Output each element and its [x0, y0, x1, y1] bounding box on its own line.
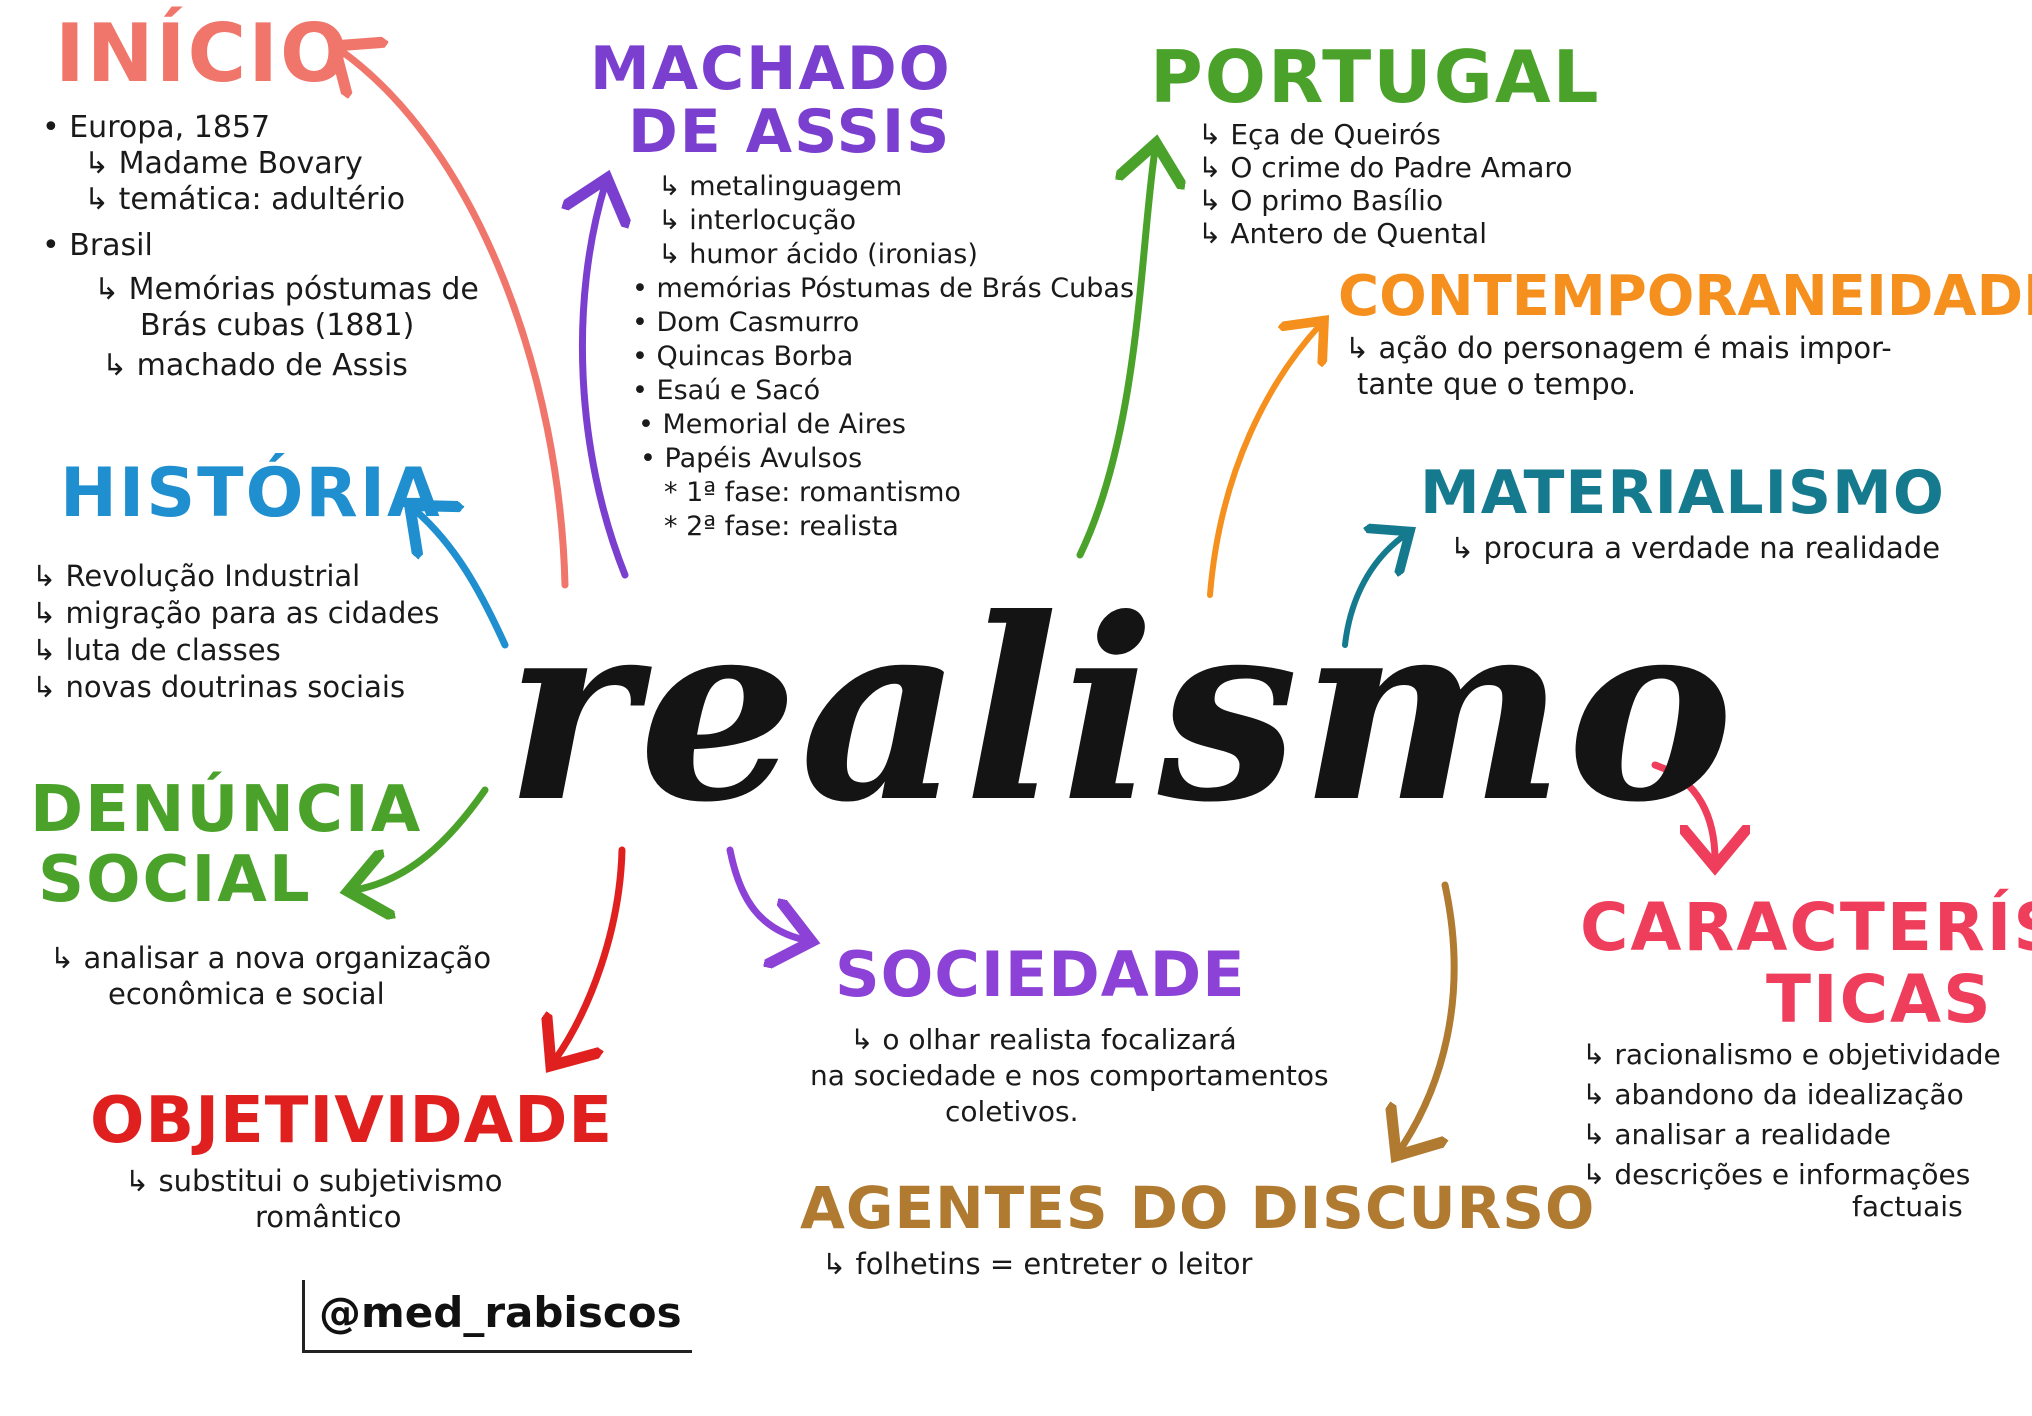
machado-line: • Quincas Borba — [632, 341, 854, 372]
historia-line: ↳ novas doutrinas sociais — [32, 670, 406, 704]
machado-line: ↳ metalinguagem — [658, 171, 903, 202]
arrow-caracteristicas — [1651, 761, 1715, 860]
portugal-line: ↳ O crime do Padre Amaro — [1198, 151, 1573, 184]
machado-line: • Memorial de Aires — [638, 409, 906, 440]
materialismo-notes: ↳ procura a verdade na realidade — [1450, 530, 1940, 566]
machado-line: • Papéis Avulsos — [640, 443, 863, 474]
objetividade-title: OBJETIVIDADE — [90, 1084, 614, 1158]
inicio-line: • Brasil — [42, 228, 153, 263]
author-handle: @med_rabiscos — [302, 1280, 692, 1353]
objetividade-notes: ↳ substitui o subjetivismo romântico — [125, 1163, 502, 1235]
portugal-line: ↳ O primo Basílio — [1198, 184, 1444, 217]
objetividade-line: romântico — [255, 1200, 402, 1234]
machado-line: • memórias Póstumas de Brás Cubas — [632, 273, 1135, 304]
machado-line: ↳ interlocução — [658, 205, 857, 236]
historia-line: ↳ migração para as cidades — [32, 596, 440, 630]
contemporaneidade-notes: ↳ ação do personagem é mais impor- tante… — [1345, 330, 1892, 402]
caracteristicas-line: ↳ abandono da idealização — [1582, 1078, 1964, 1111]
historia-title: HISTÓRIA — [60, 454, 442, 533]
arrow-agentes — [1400, 881, 1458, 1150]
sociedade-line: ↳ o olhar realista focalizará — [850, 1023, 1237, 1056]
denuncia-title-line: DENÚNCIA — [30, 773, 423, 847]
denuncia-line: econômica e social — [108, 977, 385, 1011]
portugal-line: ↳ Antero de Quental — [1198, 217, 1487, 250]
caracteristicas-line: ↳ analisar a realidade — [1582, 1118, 1891, 1151]
machado-title-line: DE ASSIS — [628, 97, 952, 167]
contemporaneidade-line: ↳ ação do personagem é mais impor- — [1345, 331, 1892, 365]
denuncia-notes: ↳ analisar a nova organização econômica … — [50, 940, 491, 1012]
arrow-portugal — [1076, 150, 1155, 559]
arrow-historia — [415, 510, 509, 649]
inicio-line: Brás cubas (1881) — [140, 308, 415, 343]
denuncia-title: DENÚNCIA SOCIAL — [30, 775, 422, 915]
caracteristicas-line: ↳ descrições e informações — [1582, 1158, 1971, 1191]
inicio-line: • Europa, 1857 — [42, 110, 271, 145]
contemporaneidade-line: tante que o tempo. — [1357, 367, 1637, 401]
inicio-line: ↳ machado de Assis — [102, 348, 408, 383]
inicio-title: INÍCIO — [55, 7, 350, 100]
contemporaneidade-title: CONTEMPORANEIDADE — [1338, 264, 2032, 329]
sociedade-notes: ↳ o olhar realista focalizará na socieda… — [810, 1022, 1329, 1130]
machado-line: * 2ª fase: realista — [664, 511, 899, 542]
materialismo-title: MATERIALISMO — [1420, 458, 1945, 528]
portugal-line: ↳ Eça de Queirós — [1198, 118, 1441, 151]
sociedade-line: coletivos. — [945, 1095, 1079, 1128]
agentes-line: ↳ folhetins = entreter o leitor — [822, 1247, 1253, 1281]
caracteristicas-title-line: TICAS — [1766, 961, 1993, 1038]
arrow-denuncia — [355, 786, 489, 890]
historia-line: ↳ luta de classes — [32, 633, 281, 667]
machado-notes: ↳ metalinguagem ↳ interlocução ↳ humor á… — [628, 170, 1134, 544]
caracteristicas-title-line: CARACTERÍS- — [1580, 889, 2032, 966]
historia-line: ↳ Revolução Industrial — [32, 559, 361, 593]
sociedade-title: SOCIEDADE — [835, 938, 1246, 1011]
denuncia-line: ↳ analisar a nova organização — [50, 941, 492, 975]
caracteristicas-line: ↳ racionalismo e objetividade — [1582, 1038, 2001, 1071]
portugal-title: PORTUGAL — [1150, 35, 1601, 119]
materialismo-line: ↳ procura a verdade na realidade — [1450, 531, 1941, 565]
arrow-machado — [582, 185, 625, 579]
inicio-line: ↳ temática: adultério — [84, 182, 406, 217]
sociedade-line: na sociedade e nos comportamentos — [810, 1059, 1329, 1092]
machado-title-line: MACHADO — [590, 34, 952, 104]
machado-line: • Dom Casmurro — [632, 307, 860, 338]
machado-line: ↳ humor ácido (ironias) — [658, 239, 978, 270]
arrow-sociedade — [726, 846, 805, 940]
objetividade-line: ↳ substitui o subjetivismo — [125, 1164, 503, 1198]
caracteristicas-title: CARACTERÍS- TICAS — [1580, 892, 2032, 1036]
arrow-inicio — [340, 50, 569, 589]
machado-line: • Esaú e Sacó — [632, 375, 821, 406]
denuncia-title-line: SOCIAL — [38, 843, 312, 917]
caracteristicas-line: factuais — [1852, 1190, 1963, 1223]
historia-notes: ↳ Revolução Industrial ↳ migração para a… — [32, 558, 439, 706]
machado-title: MACHADO DE ASSIS — [590, 38, 952, 164]
inicio-notes: • Europa, 1857 ↳ Madame Bovary ↳ temátic… — [42, 110, 479, 384]
inicio-line: ↳ Memórias póstumas de — [94, 272, 479, 307]
arrow-contemporaneidade — [1207, 325, 1320, 598]
arrow-materialismo — [1342, 535, 1405, 648]
agentes-title: AGENTES DO DISCURSO — [800, 1174, 1596, 1242]
caracteristicas-notes: ↳ racionalismo e objetividade ↳ abandono… — [1582, 1035, 2001, 1227]
machado-line: * 1ª fase: romantismo — [664, 477, 961, 508]
portugal-notes: ↳ Eça de Queirós ↳ O crime do Padre Amar… — [1198, 118, 1572, 250]
inicio-line: ↳ Madame Bovary — [84, 146, 363, 181]
arrow-objetividade — [555, 846, 626, 1060]
central-topic: realismo — [505, 563, 1736, 857]
agentes-notes: ↳ folhetins = entreter o leitor — [822, 1246, 1252, 1282]
